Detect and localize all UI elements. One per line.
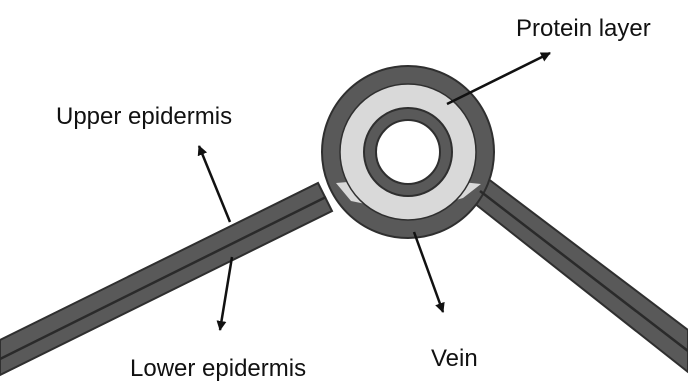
vein-label: Vein — [431, 345, 478, 372]
left-blade-outer — [0, 183, 332, 375]
right-blade-outer — [474, 178, 688, 372]
vein-arrow — [414, 232, 443, 312]
upper-epidermis-label: Upper epidermis — [56, 103, 232, 130]
lower-epidermis-arrow — [220, 257, 232, 330]
right-blade-divider — [480, 191, 688, 351]
vein-lumen — [376, 120, 440, 184]
left-blade-divider — [0, 197, 326, 359]
upper-epidermis-arrow — [199, 146, 230, 222]
lower-epidermis-label: Lower epidermis — [130, 355, 306, 382]
protein-layer-arrow — [447, 53, 550, 104]
protein-layer-label: Protein layer — [516, 15, 651, 42]
